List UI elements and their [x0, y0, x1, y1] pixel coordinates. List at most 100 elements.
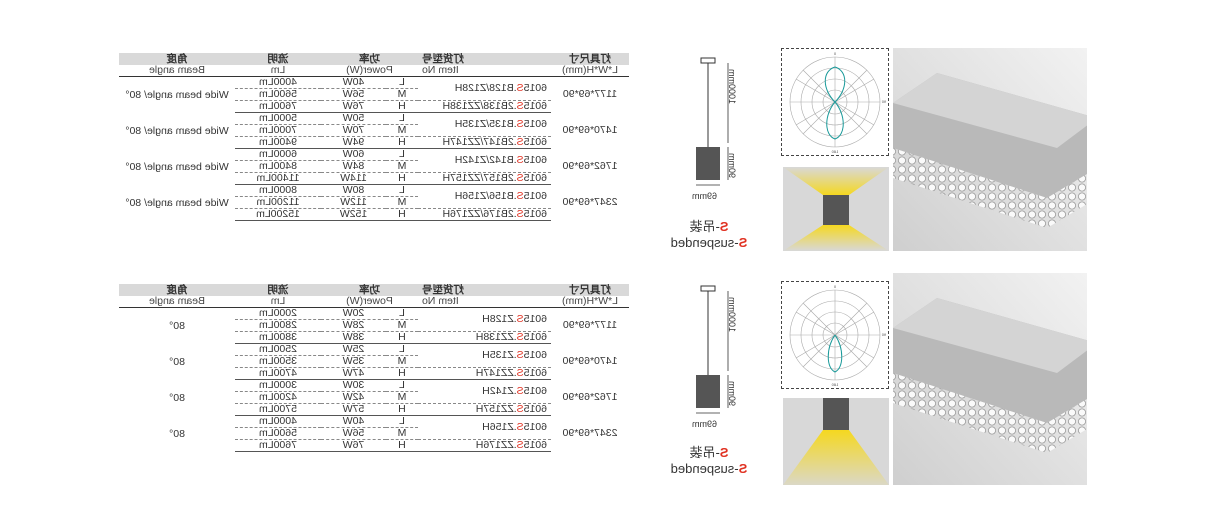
subheader-size: L*W*H(mm) — [551, 65, 629, 77]
power-watts: 20W — [321, 307, 386, 320]
item-suffix: .2B176/ZZ176H — [442, 208, 517, 221]
power-level: H — [386, 100, 418, 113]
item-mount-code: S — [516, 100, 524, 113]
power-level: M — [386, 124, 418, 137]
subheader-item: Item No — [418, 296, 551, 308]
item-mount-code: S — [516, 208, 524, 221]
power-watts: 28W — [321, 319, 386, 332]
subheader-power: Power(W) — [321, 65, 418, 77]
power-level: L — [386, 184, 418, 197]
beam-angle: 80° — [169, 427, 185, 440]
item-number: 6015S.Z156H — [418, 415, 551, 440]
linear-fixture-image — [893, 48, 1087, 251]
dimension-diagram-top — [696, 57, 729, 186]
power-watts: 152W — [321, 208, 386, 221]
item-prefix: 6015 — [523, 154, 547, 166]
fixture-size: 1177*69*90 — [562, 88, 618, 101]
power-watts: 40W — [321, 415, 386, 428]
lumen-value: 5600Lm — [235, 88, 321, 101]
light-effect-down — [783, 398, 889, 485]
header-lumen: 流明 — [235, 284, 321, 296]
power-level: H — [386, 367, 418, 380]
item-mount-code: S — [516, 403, 524, 416]
body-width-label: 69mm — [691, 191, 717, 201]
power-level: L — [386, 112, 418, 125]
item-mount-code: S — [516, 154, 524, 166]
item-number: 6015S.2B176/ZZ176H — [418, 208, 551, 221]
power-level: H — [386, 172, 418, 185]
item-suffix: .Z142H — [482, 385, 517, 397]
subheader-lumen: Lm — [235, 65, 321, 77]
lumen-value: 4000Lm — [235, 76, 321, 89]
power-watts: 76W — [321, 439, 386, 452]
linear-fixture-image-2 — [893, 273, 1087, 485]
fixture-size: 1177*69*90 — [562, 319, 618, 332]
item-number: 6015S.B135/Z135H — [418, 112, 551, 137]
power-watts: 56W — [321, 88, 386, 101]
power-level: H — [386, 439, 418, 452]
item-mount-code: S — [516, 439, 524, 452]
lumen-value: 9400Lm — [235, 136, 321, 149]
beam-angle: Wide beam angle/ 80° — [125, 160, 229, 173]
body-height-label-2: 90mm — [727, 380, 737, 406]
power-watts: 25W — [321, 343, 386, 356]
item-number: 6015S.Z135H — [418, 343, 551, 368]
item-mount-code: S — [516, 421, 524, 433]
power-watts: 47W — [321, 367, 386, 380]
item-prefix: 6015 — [523, 385, 547, 397]
item-prefix: 6015 — [523, 349, 547, 361]
polar-chart-bottom: 0 180 90 — [781, 281, 889, 389]
item-prefix: 6015 — [523, 82, 547, 94]
lumen-value: 3800Lm — [235, 331, 321, 344]
light-distribution-curve-2: 0 180 90 — [789, 284, 886, 387]
mount-type-label-bottom: S-吊装 S-suspended — [670, 445, 748, 476]
item-suffix: .ZZ157H — [475, 403, 517, 416]
item-number: 6015S.ZZ138H — [418, 331, 551, 344]
item-prefix: 6015 — [523, 136, 547, 149]
power-watts: 40W — [321, 76, 386, 89]
fixture-size: 1470*69*90 — [562, 355, 618, 367]
subheader-beam: Beam angle — [119, 65, 235, 77]
body-height-label: 90mm — [727, 152, 737, 178]
item-prefix: 6015 — [523, 331, 547, 344]
power-watts: 38W — [321, 331, 386, 344]
lumen-value: 4000Lm — [235, 415, 321, 428]
polar-label-90: 90 — [881, 99, 886, 104]
item-prefix: 6015 — [523, 403, 547, 416]
lumen-value: 7600Lm — [235, 439, 321, 452]
power-level: L — [386, 148, 418, 161]
item-suffix: .ZZ176H — [475, 439, 517, 452]
lumen-value: 6000Lm — [235, 148, 321, 161]
header-row: 灯具尺寸灯货型号功率流明角度 — [119, 53, 629, 65]
header-item: 灯货型号 — [418, 284, 551, 296]
item-suffix: .2B138/ZZ138H — [442, 100, 517, 113]
lumen-value: 3000Lm — [235, 379, 321, 392]
cable-length-label-2: 1000mm — [727, 296, 737, 332]
header-beam: 角度 — [119, 53, 235, 65]
power-level: L — [386, 415, 418, 428]
lumen-value: 2800Lm — [235, 319, 321, 332]
power-watts: 70W — [321, 124, 386, 137]
item-prefix: 6015 — [523, 100, 547, 113]
body-width-label-2: 69mm — [691, 419, 717, 429]
fixture-size: 1470*69*90 — [562, 124, 618, 136]
power-watts: 30W — [321, 379, 386, 392]
light-distribution-curve: 0 180 90 — [789, 51, 886, 154]
item-suffix: .2B147/ZZ147H — [442, 136, 517, 149]
lumen-value: 4700Lm — [235, 367, 321, 380]
beam-angle: Wide beam angle/ 80° — [125, 196, 229, 209]
fixture-size: 2347*69*90 — [562, 427, 618, 439]
item-suffix: .Z135H — [482, 349, 517, 361]
up-down-light-image — [783, 167, 889, 251]
power-watts: 114W — [321, 172, 386, 185]
power-watts: 35W — [321, 355, 386, 368]
item-suffix: .Z128H — [482, 313, 517, 325]
item-prefix: 6015 — [523, 208, 547, 221]
fixture-size: 1762*69*90 — [562, 160, 618, 172]
